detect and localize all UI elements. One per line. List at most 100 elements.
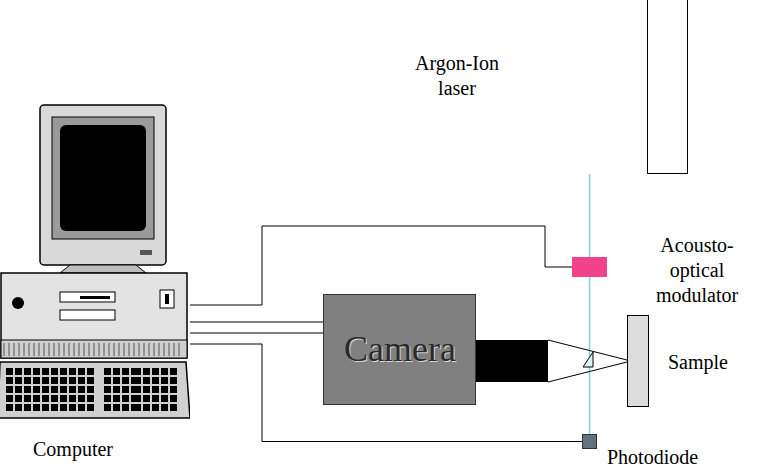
vent-slot bbox=[39, 343, 40, 356]
monitor-button bbox=[140, 250, 152, 255]
laser-tube: Argon-Ion laser bbox=[647, 0, 688, 174]
key bbox=[143, 377, 150, 384]
key bbox=[69, 404, 76, 411]
vent-slot bbox=[104, 343, 105, 356]
vent-slot bbox=[119, 343, 120, 356]
node-label: Photodiode bbox=[607, 445, 698, 470]
key bbox=[51, 377, 58, 384]
key bbox=[6, 368, 13, 375]
key-lock bbox=[160, 290, 174, 308]
computer: Computer bbox=[0, 100, 190, 470]
vent-slot bbox=[149, 343, 150, 356]
camera-box: Camera bbox=[323, 294, 476, 405]
floppy-drive bbox=[60, 310, 115, 320]
key bbox=[78, 395, 85, 402]
key bbox=[134, 386, 141, 393]
key bbox=[104, 404, 111, 411]
key bbox=[60, 368, 67, 375]
key bbox=[33, 368, 40, 375]
key bbox=[24, 368, 31, 375]
vent-slot bbox=[19, 343, 20, 356]
signal-wire bbox=[190, 333, 323, 334]
computer-illustration bbox=[0, 100, 190, 470]
vent-slot bbox=[49, 343, 50, 356]
node-label: Computer bbox=[33, 437, 113, 462]
vent-slot bbox=[124, 343, 125, 356]
drive-slot bbox=[80, 296, 110, 299]
key bbox=[134, 404, 141, 411]
key bbox=[87, 368, 94, 375]
key bbox=[104, 368, 111, 375]
key bbox=[78, 386, 85, 393]
key bbox=[170, 386, 177, 393]
key bbox=[87, 377, 94, 384]
key bbox=[69, 377, 76, 384]
key bbox=[161, 404, 168, 411]
prism bbox=[583, 352, 593, 367]
key bbox=[24, 404, 31, 411]
key bbox=[143, 386, 150, 393]
key bbox=[143, 404, 150, 411]
key bbox=[152, 377, 159, 384]
key bbox=[33, 386, 40, 393]
vent-slot bbox=[4, 343, 5, 356]
vent-slot bbox=[69, 343, 70, 356]
key bbox=[87, 404, 94, 411]
vent-slot bbox=[84, 343, 85, 356]
key bbox=[42, 404, 49, 411]
vent-slot bbox=[109, 343, 110, 356]
vent-slot bbox=[64, 343, 65, 356]
key bbox=[170, 404, 177, 411]
key bbox=[113, 368, 120, 375]
vent-slot bbox=[179, 343, 180, 356]
key bbox=[134, 395, 141, 402]
key bbox=[33, 377, 40, 384]
keyboard bbox=[0, 362, 190, 418]
key bbox=[87, 386, 94, 393]
key bbox=[78, 404, 85, 411]
laser-beam bbox=[589, 174, 591, 257]
vent-slot bbox=[29, 343, 30, 356]
key bbox=[6, 377, 13, 384]
key bbox=[33, 404, 40, 411]
power-button bbox=[12, 297, 24, 309]
vent-slot bbox=[174, 343, 175, 356]
monitor-stand bbox=[60, 265, 146, 273]
node-label: Acousto-optical modulator bbox=[638, 233, 756, 308]
key bbox=[24, 386, 31, 393]
key bbox=[69, 368, 76, 375]
key bbox=[104, 377, 111, 384]
key bbox=[51, 386, 58, 393]
key bbox=[122, 377, 129, 384]
vent-slot bbox=[144, 343, 145, 356]
key bbox=[6, 386, 13, 393]
key bbox=[122, 404, 129, 411]
vent-slot bbox=[14, 343, 15, 356]
vent-slot bbox=[54, 343, 55, 356]
key bbox=[24, 395, 31, 402]
vent-slot bbox=[134, 343, 135, 356]
key bbox=[69, 386, 76, 393]
key bbox=[15, 404, 22, 411]
key bbox=[60, 404, 67, 411]
key bbox=[15, 395, 22, 402]
key bbox=[42, 377, 49, 384]
key bbox=[170, 395, 177, 402]
key bbox=[113, 386, 120, 393]
unit-plinth bbox=[1, 340, 187, 358]
vent-slot bbox=[79, 343, 80, 356]
key bbox=[51, 368, 58, 375]
key bbox=[15, 377, 22, 384]
key bbox=[60, 395, 67, 402]
vent-slot bbox=[9, 343, 10, 356]
vent-slot bbox=[74, 343, 75, 356]
modulator-box: Acousto-optical modulator bbox=[572, 257, 607, 277]
photodiode: Photodiode bbox=[582, 434, 597, 449]
signal-wire bbox=[190, 322, 323, 323]
key bbox=[69, 395, 76, 402]
light-cone bbox=[548, 340, 627, 360]
monitor-case bbox=[40, 105, 166, 265]
key bbox=[152, 368, 159, 375]
vent-slot bbox=[44, 343, 45, 356]
key bbox=[51, 395, 58, 402]
